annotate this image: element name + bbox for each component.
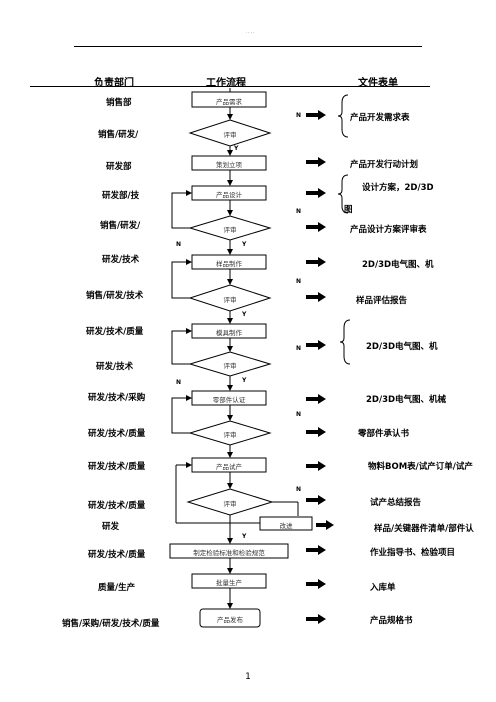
column-header-docs: 文件表单: [358, 78, 398, 89]
dept-label: 研发/技术: [96, 362, 134, 372]
step-label: 批量生产: [216, 579, 242, 587]
process-box-parts: [191, 390, 267, 406]
document-label: 2D/3D电气图、机: [366, 342, 438, 352]
document-label: 设计方案，2D/3D: [362, 183, 434, 193]
document-label: 试产总结报告: [370, 498, 422, 508]
dept-label: 研发部/技: [102, 191, 140, 201]
dept-label: 研发部: [106, 162, 132, 172]
decision-no-label: N: [176, 241, 182, 248]
dept-label: 销售/研发/: [100, 221, 141, 231]
decision-yes-label: Y: [234, 145, 239, 152]
document-label: 物料BOM表/试产订单/试产: [368, 462, 473, 472]
step-label: 改进: [279, 522, 293, 530]
process-box-sample: [191, 254, 267, 270]
dept-label: 研发/技术/质量: [88, 462, 146, 472]
document-label: 作业指导书、检验项目: [370, 548, 456, 558]
step-label: 模具制作: [216, 329, 242, 337]
dept-label: 销售/研发/: [98, 130, 139, 140]
process-box-mold: [191, 323, 267, 339]
brace: [337, 174, 349, 214]
header-rule: [74, 46, 422, 47]
process-box-mass-production: [191, 573, 267, 589]
document-label: 2D/3D电气图、机械: [366, 395, 447, 405]
document-label: 样品/关键器件清单/部件认: [374, 524, 474, 534]
column-header-rule: [30, 86, 430, 87]
header-note: · · · ·: [245, 30, 255, 35]
document-label: 图: [344, 205, 353, 215]
process-box-planning: [191, 155, 267, 171]
step-label: 评审: [223, 362, 237, 370]
step-label: 样品制作: [216, 260, 242, 268]
decision-no-label: N: [296, 411, 302, 418]
process-box-trial: [191, 457, 267, 473]
dept-label: 研发: [102, 522, 120, 532]
step-label: 制定检验标准和检验规范: [193, 549, 265, 557]
dept-label: 质量/生产: [98, 583, 136, 593]
dept-label: 销售部: [106, 98, 132, 108]
process-box-release: [199, 608, 261, 628]
dept-label: 销售/研发/技术: [86, 291, 144, 301]
dept-label: 研发/技术: [102, 255, 140, 265]
step-label: 评审: [223, 431, 237, 439]
step-label: 零部件认证: [212, 396, 246, 404]
decision-yes-label: Y: [242, 241, 247, 248]
dept-label: 研发/技术/质量: [88, 550, 146, 560]
page-number: 1: [245, 672, 251, 682]
step-label: 评审: [223, 296, 237, 304]
step-label: 评审: [223, 226, 237, 234]
decision-yes-label: Y: [242, 377, 247, 384]
decision-no-label: N: [176, 379, 182, 386]
decision-no-label: N: [296, 278, 302, 285]
step-label: 评审: [223, 500, 237, 508]
process-box-requirement: [191, 91, 267, 108]
step-label: 策划立项: [216, 161, 242, 169]
decision-no-label: N: [296, 208, 302, 215]
process-box-standards: [169, 543, 289, 559]
process-box-design: [191, 185, 267, 201]
document-label: 产品开发需求表: [350, 113, 410, 123]
decision-yes-label: Y: [242, 533, 247, 540]
document-label: 产品设计方案评审表: [350, 225, 427, 235]
document-label: 产品开发行动计划: [350, 160, 419, 170]
dept-label: 研发/技术/质量: [88, 501, 146, 511]
decision-no-label: N: [296, 486, 302, 493]
decision-yes-label: Y: [242, 311, 247, 318]
document-label: 样品评估报告: [356, 296, 408, 306]
dept-label: 销售/采购/研发/技术/质量: [62, 619, 160, 629]
decision-no-label: N: [296, 345, 302, 352]
brace: [337, 94, 349, 138]
document-label: 入库单: [370, 583, 396, 593]
document-arrows: [306, 110, 334, 624]
step-label: 产品发布: [217, 616, 243, 624]
document-label: 2D/3D电气图、机: [362, 260, 434, 270]
step-label: 产品需求: [216, 98, 242, 106]
step-label: 产品设计: [216, 191, 242, 199]
dept-label: 研发/技术/质量: [86, 327, 144, 337]
step-label: 评审: [223, 131, 237, 139]
dept-label: 研发/技术/采购: [88, 393, 146, 403]
brace: [339, 319, 351, 365]
decision-no-label: N: [296, 112, 302, 119]
dept-label: 研发/技术/质量: [88, 429, 146, 439]
document-label: 零部件承认书: [358, 429, 410, 439]
column-header-dept: 负责部门: [94, 78, 134, 89]
step-label: 产品试产: [216, 463, 242, 471]
column-header-flow: 工作流程: [206, 78, 246, 89]
document-label: 产品规格书: [370, 616, 413, 626]
